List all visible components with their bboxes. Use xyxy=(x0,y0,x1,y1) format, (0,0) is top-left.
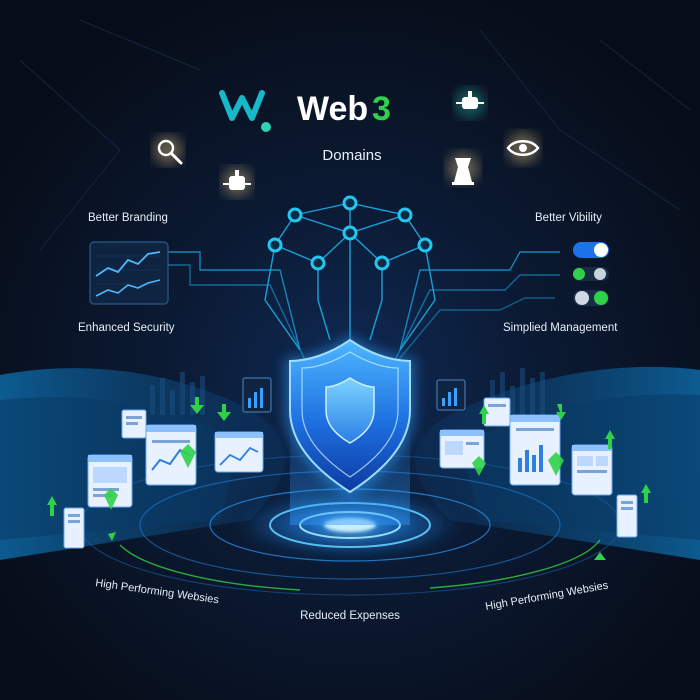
arrows-left xyxy=(47,397,231,516)
label-enhanced-security: Enhanced Security xyxy=(78,322,175,334)
logo-name-suffix: 3 xyxy=(372,90,391,128)
robot-icon xyxy=(222,167,252,197)
label-better-branding: Better Branding xyxy=(88,212,168,224)
logo-subtitle: Domains xyxy=(322,147,381,164)
window-cards-left xyxy=(63,377,272,549)
node-icon xyxy=(455,88,485,118)
search-icon xyxy=(153,135,183,165)
network-nodes xyxy=(267,195,433,271)
eye-icon xyxy=(506,132,540,164)
shield-icon xyxy=(285,335,415,498)
toggle-icon xyxy=(573,242,609,306)
logo-name-prefix: Web xyxy=(297,90,368,128)
chart-panel-left xyxy=(89,241,169,305)
label-simplified-management: Simplied Management xyxy=(503,322,618,334)
label-reduced-expenses: Reduced Expenses xyxy=(300,610,400,622)
arrows-right xyxy=(479,404,651,503)
orbit-arrows xyxy=(108,532,606,560)
chess-piece-icon xyxy=(447,152,479,185)
label-better-visibility: Better Vibility xyxy=(535,212,602,224)
window-cards-right xyxy=(436,379,638,538)
background-network-lines xyxy=(19,19,691,251)
logo-mark xyxy=(219,90,271,132)
